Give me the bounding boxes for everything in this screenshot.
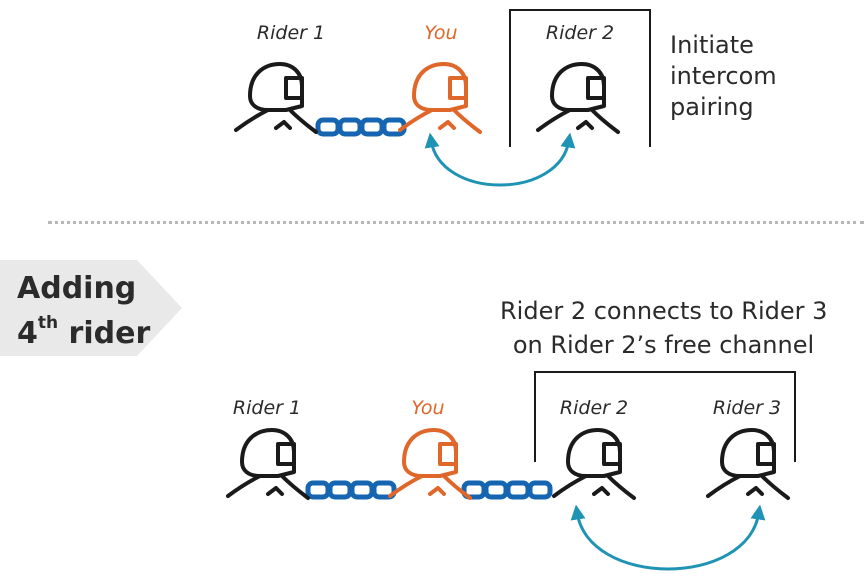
top-chain-link-icon [315,117,407,137]
top-caption-line3: pairing [670,93,754,121]
bottom-label-rider1: Rider 1 [232,397,302,419]
badge-word: Adding [17,271,137,306]
adding-rider-badge-text: Adding 4th rider [17,270,150,353]
top-caption: Initiate intercom pairing [670,30,777,123]
top-rider2-helmet-icon [536,62,620,134]
bottom-riders-bracket [534,371,796,462]
bottom-caption-line1: Rider 2 connects to Rider 3 [500,297,828,325]
top-double-arrow-icon [424,132,576,187]
bottom-label-rider2: Rider 2 [559,397,629,419]
top-caption-line1: Initiate [670,31,754,59]
badge-rest: rider [58,316,151,351]
bottom-rider3-helmet-icon [706,428,790,500]
badge-line2: 4th rider [17,308,150,353]
bottom-caption: Rider 2 connects to Rider 3 on Rider 2’s… [500,294,827,362]
top-caption-line2: intercom [670,62,777,90]
bottom-label-rider3: Rider 3 [712,397,782,419]
top-label-rider1: Rider 1 [256,22,326,44]
bottom-rider2-helmet-icon [552,428,636,500]
badge-number: 4 [17,316,38,351]
bottom-label-you: You [411,397,445,419]
top-you-helmet-icon [398,62,482,134]
badge-ordinal: th [37,313,59,333]
bottom-rider1-helmet-icon [226,428,310,500]
top-rider1-helmet-icon [234,62,318,134]
bottom-double-arrow-icon [570,504,766,571]
bottom-you-helmet-icon [388,428,472,500]
bottom-chain-link-icon-1 [305,480,397,500]
top-label-rider2: Rider 2 [545,22,615,44]
top-label-you: You [424,22,458,44]
adding-rider-badge [0,260,182,356]
section-divider [48,221,864,224]
bottom-chain-link-icon-2 [461,480,553,500]
bottom-caption-line2: on Rider 2’s free channel [512,331,815,359]
top-rider2-bracket [509,9,651,147]
